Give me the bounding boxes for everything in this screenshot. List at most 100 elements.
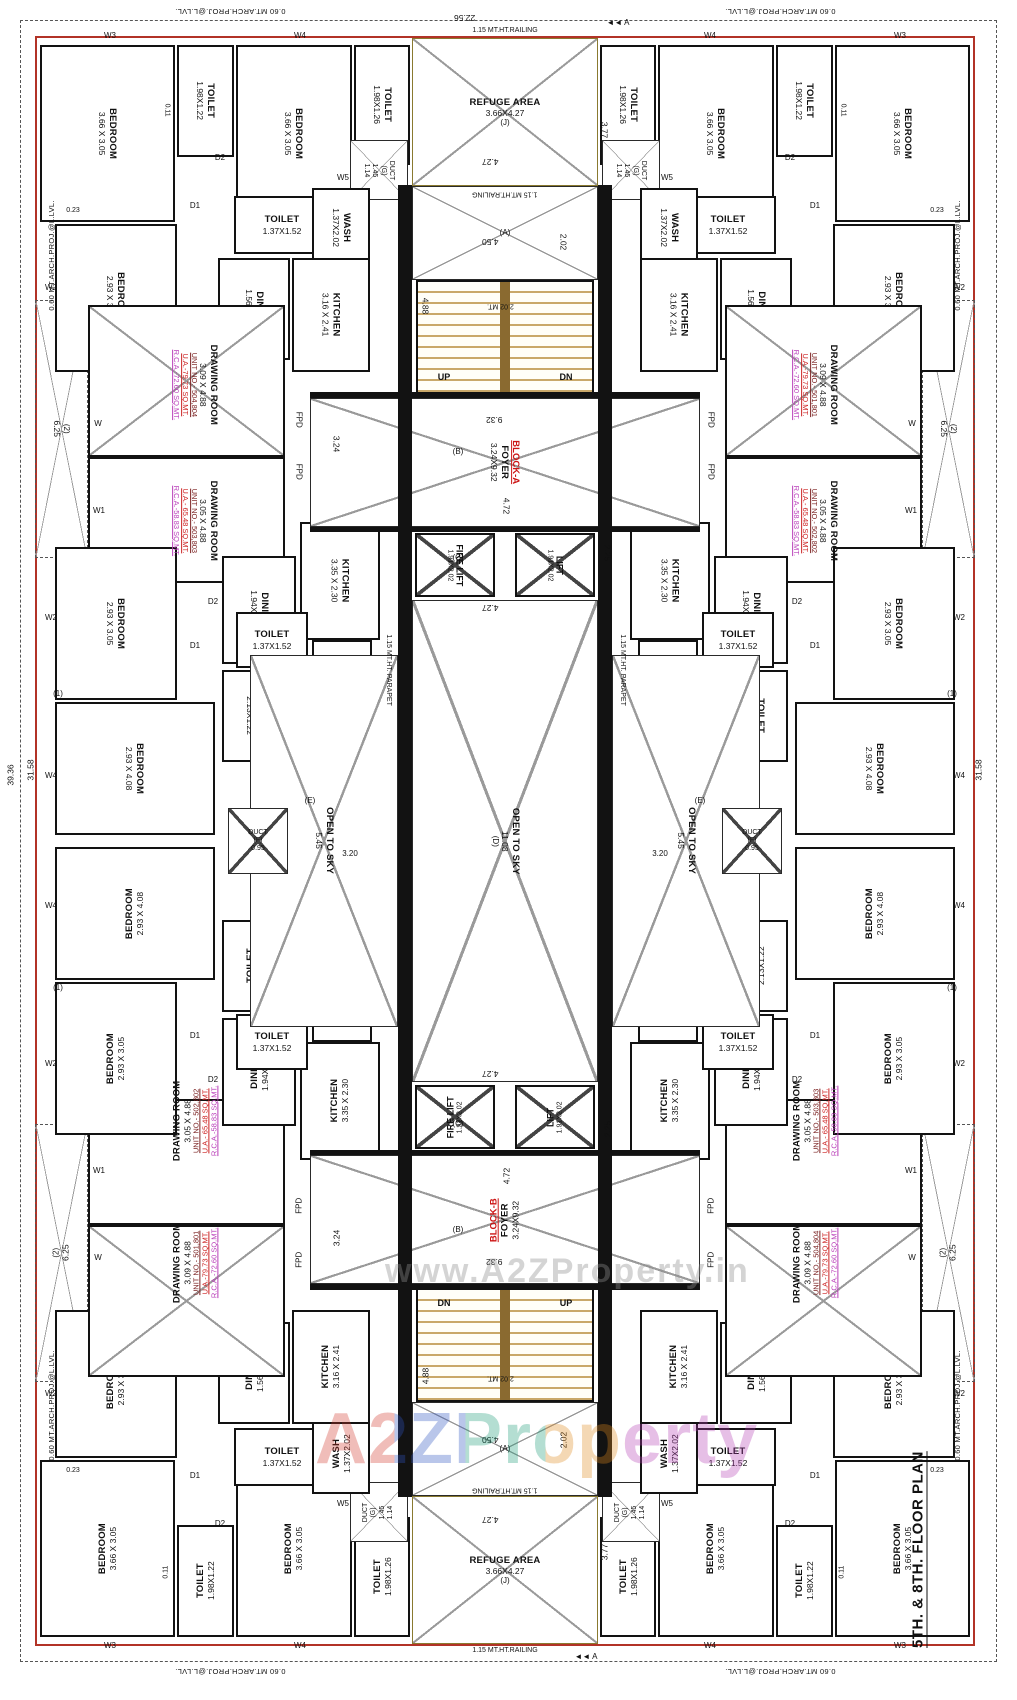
window-label: W4 <box>38 900 64 912</box>
section-label: (B) <box>446 446 470 458</box>
window-label-text: W2 <box>953 283 965 293</box>
window-label-text: W2 <box>953 1059 965 1069</box>
section-label-text: (B) <box>452 1225 464 1235</box>
door-label-text: D2 <box>784 153 796 163</box>
plan-title: 5TH. & 8TH. FLOOR PLAN <box>909 1451 927 1649</box>
fpd-label: FPD <box>290 458 308 486</box>
unit-info-text: 3.05 X 4.88 <box>817 499 828 543</box>
door-label-text: D2 <box>207 1075 219 1085</box>
edge-note-text: 0.60 MT.ARCH.PROJ.@L.LVL. <box>46 1349 56 1461</box>
unit-info-text: R.C.A.-72.60 SQ.MT. <box>829 1227 839 1299</box>
section-label: (C) <box>446 1118 470 1130</box>
unit-info-text: 3.09 X 4.88 <box>817 363 828 407</box>
dim-label-text: 3.24 <box>331 1229 341 1247</box>
door-label: D1 <box>185 200 205 212</box>
door-label: D1 <box>805 640 825 652</box>
fpd-label-text: FPD <box>294 464 304 480</box>
dim-label-text: 0.23 <box>66 1466 80 1474</box>
section-label-text: (1) <box>947 689 957 699</box>
window-label-text: W4 <box>704 31 716 41</box>
unit-info-text: R.C.A.-72.60 SQ.MT. <box>791 349 801 421</box>
edge-note: 0.60 MT.ARCH.PROJ.@L.LVL. <box>44 140 60 370</box>
edge-note: 0.60 MT.ARCH.PROJ.@L.LVL. <box>950 140 966 370</box>
door-label-text: D1 <box>189 1471 201 1481</box>
window-label: W4 <box>946 770 972 782</box>
dim-label: 2.25 <box>600 536 614 570</box>
note-railing: 1.15 MT.HT.RAILING <box>428 26 582 36</box>
note-parapet: 1.15 MT.HT. PARAPET <box>614 625 630 715</box>
dim-label-text: 4.50 <box>481 237 499 247</box>
dim-label: 0.11 <box>836 1557 850 1587</box>
note-parapet-text: 1.15 MT.HT. PARAPET <box>385 634 393 706</box>
section-label: (1) <box>46 688 70 700</box>
door-label: D1 <box>185 1030 205 1042</box>
unit-info-text: 3.09 X 4.88 <box>197 363 208 407</box>
dim-label: 3.20 <box>330 848 370 860</box>
room-toilet-text: 1.37X1.52 <box>718 1042 758 1053</box>
room-drawing <box>725 305 922 457</box>
stair-landing: (A) <box>412 186 598 280</box>
window-label-text: W4 <box>294 1641 306 1651</box>
dim-label-text: 3.20 <box>342 849 358 859</box>
refuge-area-text: 3.66X4.27 <box>485 1565 525 1576</box>
door-label: D1 <box>805 1470 825 1482</box>
room-toilet-text: 1.37X1.52 <box>262 225 302 236</box>
window-label-text: W5 <box>661 173 673 183</box>
dim-label: 4.88 <box>418 1356 432 1396</box>
dim-label-text: 3.20 <box>652 849 668 859</box>
window-label: W1 <box>900 1165 922 1177</box>
dim-label-text: 3.24 <box>331 435 342 453</box>
window-label: W4 <box>285 1640 315 1652</box>
note-railing: 1.15 MT.HT.RAILING <box>428 1646 582 1656</box>
wall-foyer <box>504 392 700 398</box>
note-railing-text: 1.15 MT.HT.RAILING <box>472 1486 538 1494</box>
dim-label: 4.27 <box>472 156 508 168</box>
room-toilet-text: 1.37X1.52 <box>252 640 292 651</box>
edge-note-text: 0.60 MT.ARCH.PROJ.@L.LVL. <box>952 199 962 311</box>
edge-note: 0.60 MT.ARCH.PROJ.@L.LVL. <box>950 1290 966 1520</box>
refuge-area-text: (J) <box>500 117 510 127</box>
window-label-text: W2 <box>953 1389 965 1399</box>
window-label: W2 <box>38 282 64 294</box>
window-label-text: W <box>94 1253 102 1263</box>
edge-note: 0.60 MT.ARCH.PROJ.@L.LVL. <box>655 4 905 16</box>
dim-label: 0.11 <box>160 95 174 125</box>
dim-label-text: 4.27 <box>481 1069 499 1079</box>
dim-label: 4.27 <box>472 602 508 614</box>
unit-info-text: R.C.A.-58.83 SQ.MT. <box>829 1085 839 1157</box>
foyer-hall <box>310 1155 700 1284</box>
note-stair-text: 2.02 MT. <box>486 1374 514 1382</box>
duct-text: DUCT <box>742 828 762 836</box>
stair-direction-text: DN <box>559 371 573 382</box>
window-label: W1 <box>88 505 110 517</box>
door-label: D2 <box>203 596 223 608</box>
door-label: D2 <box>787 596 807 608</box>
window-label-text: W1 <box>93 1166 105 1176</box>
window-label-text: W4 <box>704 1641 716 1651</box>
fpd-label: FPD <box>702 406 720 434</box>
section-label-text: (1) <box>53 983 63 993</box>
duct: DUCT(F)0.95 <box>722 808 782 874</box>
dim-label: 31.58 <box>24 740 38 800</box>
duct-text: 0.95 <box>745 845 759 853</box>
refuge-area-text: 3.66X4.27 <box>485 107 525 118</box>
window-label: W3 <box>95 1640 125 1652</box>
unit-info-text: R.C.A.-58.83 SQ.MT. <box>791 485 801 557</box>
dim-label-text: 2.25 <box>602 1120 612 1138</box>
room-drawing <box>88 305 285 457</box>
window-label-text: W2 <box>45 613 57 623</box>
window-label-text: W1 <box>93 506 105 516</box>
duct-text: (F) <box>253 836 263 844</box>
open-to-sky-center-text: OPEN TO SKY <box>509 807 521 875</box>
